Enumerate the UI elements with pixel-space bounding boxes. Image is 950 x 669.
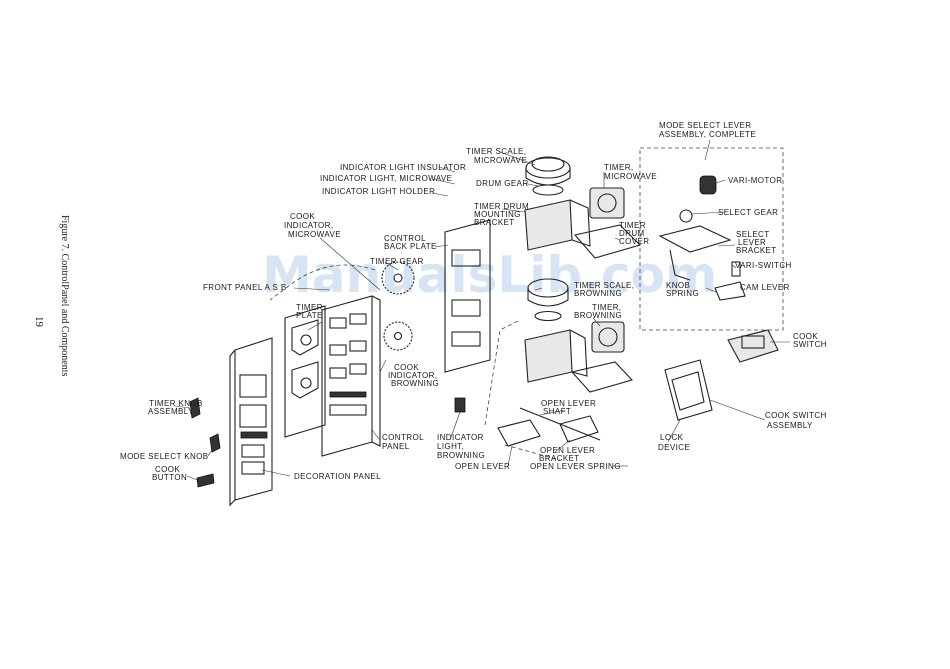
timer-motor-browning bbox=[570, 321, 634, 393]
label-select-lever-bracket: SELECT bbox=[736, 230, 770, 239]
label-mode-select-knob: MODE SELECT KNOB bbox=[120, 452, 209, 461]
knobs-and-buttons bbox=[189, 397, 221, 488]
figure-caption: Figure 7. ControlPanel and Components bbox=[59, 215, 70, 376]
label-timer-browning: TIMER, bbox=[592, 303, 622, 312]
label-timer-drum-cover: TIMER bbox=[619, 221, 646, 230]
label-timer-microwave: MICROWAVE bbox=[604, 172, 657, 181]
open-lever-parts bbox=[454, 397, 601, 447]
page-number: 19 bbox=[33, 316, 45, 328]
label-cook-switch: COOK bbox=[793, 332, 818, 341]
label-mode-select-lever: MODE SELECT LEVER bbox=[659, 121, 751, 130]
label-control-panel: PANEL bbox=[382, 442, 410, 451]
cook-switch-assembly bbox=[664, 329, 779, 421]
label-open-lever-bracket: OPEN LEVER bbox=[540, 446, 595, 455]
label-timer-gear: TIMER GEAR bbox=[370, 257, 424, 266]
label-timer-knob-assembly: TIMER KNOB bbox=[149, 399, 203, 408]
label-timer-drum-bracket: TIMER DRUM bbox=[474, 202, 529, 211]
control-panel bbox=[321, 295, 381, 457]
label-front-panel: FRONT PANEL A S B bbox=[203, 283, 287, 292]
label-vari-switch: VARI-SWITCH bbox=[735, 261, 792, 270]
timer-drum-microwave bbox=[524, 156, 591, 251]
label-timer-microwave: TIMER, bbox=[604, 163, 634, 172]
timer-drum-browning bbox=[524, 278, 588, 383]
label-cook-button: BUTTON bbox=[152, 473, 187, 482]
label-open-lever: OPEN LEVER bbox=[455, 462, 510, 471]
label-cook-indicator-browning: COOK bbox=[394, 363, 419, 372]
label-indicator-light-insulator: INDICATOR LIGHT INSULATOR bbox=[340, 163, 466, 172]
label-cook-indicator-microwave: INDICATOR, bbox=[284, 221, 333, 230]
label-select-lever-bracket: LEVER bbox=[738, 238, 766, 247]
label-timer-scale-microwave: MICROWAVE bbox=[474, 156, 527, 165]
label-indicator-light-browning: INDICATOR bbox=[437, 433, 484, 442]
label-indicator-light-browning: BROWNING bbox=[437, 451, 485, 460]
label-cook-indicator-browning: INDICATOR, bbox=[388, 371, 437, 380]
timer-gears bbox=[381, 261, 415, 351]
label-select-lever-bracket: BRACKET bbox=[736, 246, 777, 255]
timer-motor-microwave bbox=[573, 187, 642, 259]
label-control-back-plate: BACK PLATE bbox=[384, 242, 437, 251]
label-cook-indicator-microwave: COOK bbox=[290, 212, 315, 221]
label-control-back-plate: CONTROL bbox=[384, 234, 426, 243]
label-timer-drum-bracket: MOUNTING bbox=[474, 210, 521, 219]
label-open-lever-spring: OPEN LEVER SPRING bbox=[530, 462, 621, 471]
label-open-lever-bracket: BRACKET bbox=[539, 454, 580, 463]
part-labels: MODE SELECT LEVER ASSEMBLY, COMPLETE TIM… bbox=[120, 121, 827, 482]
mode-select-lever-assembly bbox=[658, 175, 746, 301]
label-cook-button: COOK bbox=[155, 465, 180, 474]
label-control-panel: CONTROL bbox=[382, 433, 424, 442]
label-cam-lever: CAM LEVER bbox=[740, 283, 790, 292]
label-drum-gear: DRUM GEAR bbox=[476, 179, 529, 188]
label-knob-spring: SPRING bbox=[666, 289, 699, 298]
label-cook-indicator-browning: BROWNING bbox=[391, 379, 439, 388]
label-timer-drum-cover: DRUM bbox=[619, 229, 645, 238]
label-cook-switch-assembly: COOK SWITCH bbox=[765, 411, 827, 420]
label-cook-indicator-microwave: MICROWAVE bbox=[288, 230, 341, 239]
control-back-plate bbox=[444, 219, 491, 373]
label-timer-drum-cover: COVER bbox=[619, 237, 649, 246]
label-timer-browning: BROWNING bbox=[574, 311, 622, 320]
label-lock-device: DEVICE bbox=[658, 443, 690, 452]
label-indicator-light-browning: LIGHT, bbox=[437, 442, 464, 451]
label-timer-knob-assembly: ASSEMBLY bbox=[148, 407, 194, 416]
label-timer-scale-browning: TIMER SCALE, bbox=[574, 281, 634, 290]
label-indicator-light-holder: INDICATOR LIGHT HOLDER bbox=[322, 187, 435, 196]
label-timer-scale-microwave: TIMER SCALE, bbox=[466, 147, 526, 156]
label-knob-spring: KNOB bbox=[666, 281, 690, 290]
label-timer-drum-bracket: BRACKET bbox=[474, 218, 515, 227]
label-timer-plate: PLATE bbox=[296, 311, 323, 320]
label-cook-switch-assembly: ASSEMBLY bbox=[767, 421, 813, 430]
label-indicator-light-microwave: INDICATOR LIGHT, MICROWAVE bbox=[320, 174, 452, 183]
label-open-lever-shaft: OPEN LEVER bbox=[541, 399, 596, 408]
leader-lines bbox=[174, 139, 790, 481]
label-timer-scale-browning: BROWNING bbox=[574, 289, 622, 298]
label-vari-motor: VARI-MOTOR bbox=[728, 176, 782, 185]
label-mode-select-lever: ASSEMBLY, COMPLETE bbox=[659, 130, 756, 139]
label-cook-switch: SWITCH bbox=[793, 340, 827, 349]
label-select-gear: SELECT GEAR bbox=[718, 208, 778, 217]
decoration-panel bbox=[229, 337, 273, 507]
label-lock-device: LOCK bbox=[660, 433, 684, 442]
label-timer-plate: TIMER bbox=[296, 303, 323, 312]
label-open-lever-shaft: SHAFT bbox=[543, 407, 571, 416]
assembly-outlines bbox=[269, 147, 784, 461]
timer-plate bbox=[284, 305, 326, 438]
label-decoration-panel: DECORATION PANEL bbox=[294, 472, 381, 481]
